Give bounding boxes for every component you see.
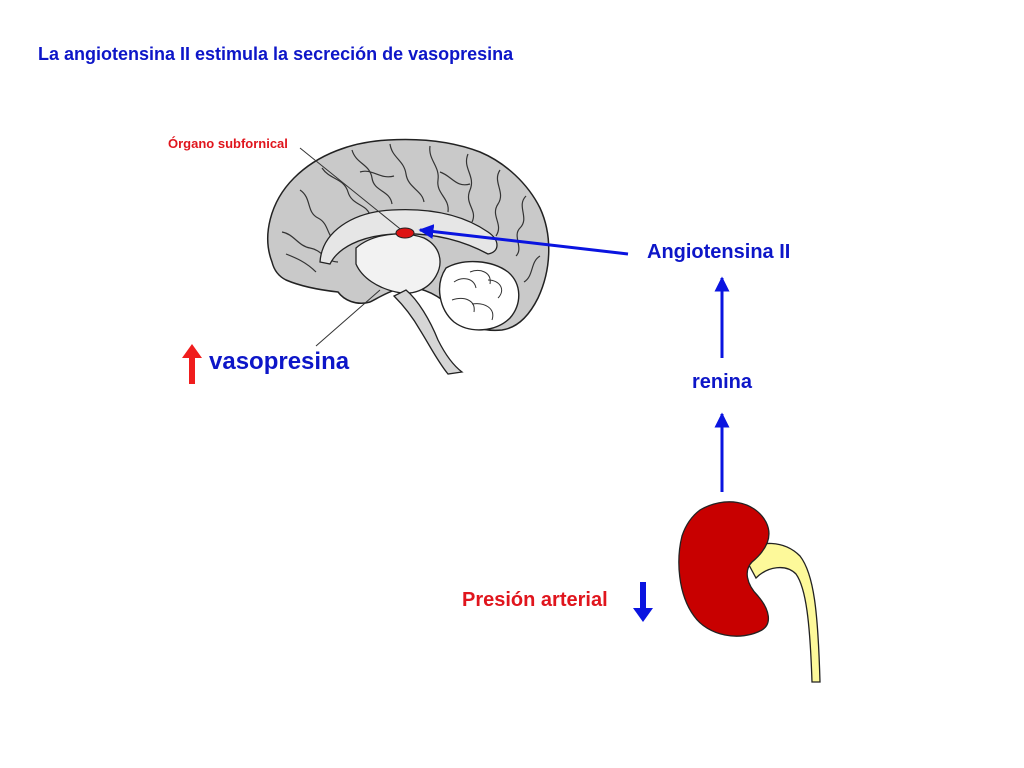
subfornical-organ — [395, 227, 415, 239]
vasopressin-label: vasopresina — [209, 348, 350, 375]
pituitary-pointer-line — [315, 289, 381, 347]
organ-pointer-line — [299, 147, 405, 233]
kidney — [678, 501, 770, 637]
cerebellum-folia — [451, 270, 503, 321]
subfornical-organ-label: Órgano subfornical — [168, 136, 288, 151]
ureter — [741, 542, 821, 683]
kidney-illustration — [678, 501, 821, 683]
slide-title: La angiotensina II estimula la secreción… — [38, 44, 514, 64]
brain-illustration — [267, 138, 550, 375]
blood-pressure-label: Presión arterial — [462, 589, 608, 611]
pressure-down-arrow — [633, 582, 653, 622]
renin-label: renina — [692, 371, 753, 393]
angiotensin-arrow — [418, 224, 629, 256]
cerebellum — [438, 260, 520, 331]
vasopressin-up-arrow — [182, 344, 202, 384]
angiotensin-label: Angiotensina II — [647, 241, 791, 263]
brainstem — [392, 289, 464, 375]
